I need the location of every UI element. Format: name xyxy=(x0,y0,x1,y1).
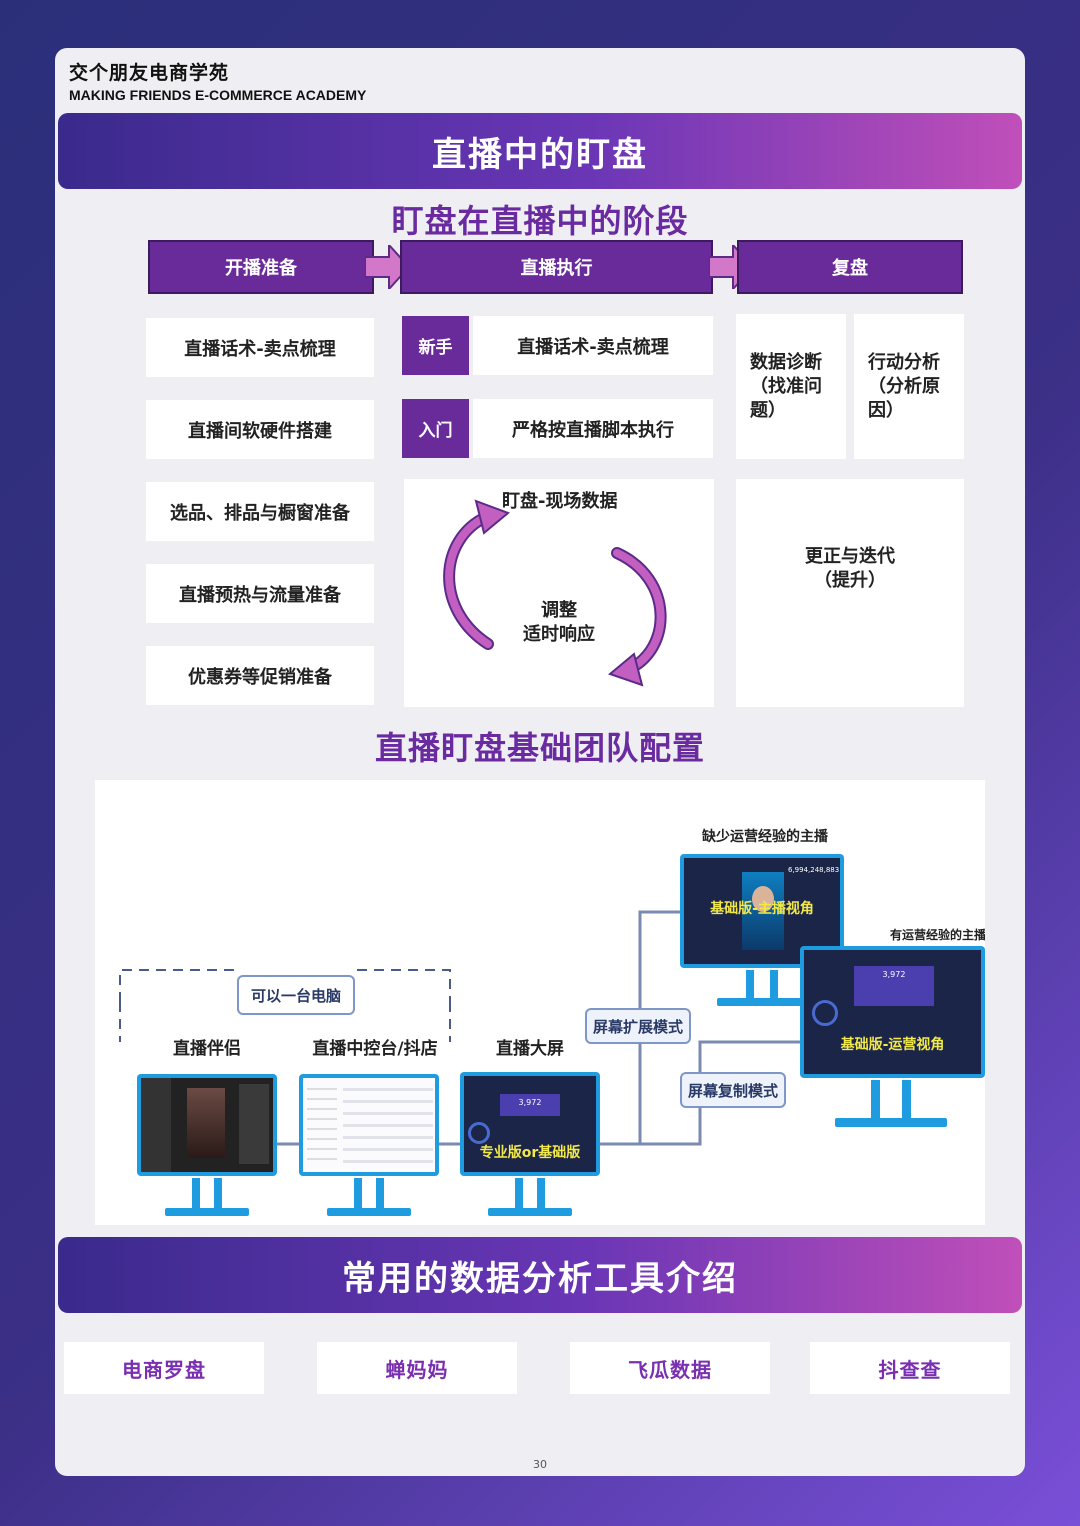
stand-base-icon xyxy=(165,1208,249,1216)
monitor-cycle-box: 盯盘-现场数据 调整 适时响应 xyxy=(404,479,714,707)
top-banner: 直播中的盯盘 xyxy=(58,113,1022,189)
screen-dashboard: 3,972 专业版or基础版 xyxy=(464,1076,596,1172)
stand-icon xyxy=(746,970,778,1000)
novice-caption: 基础版-主播视角 xyxy=(710,901,814,917)
one-pc-label: 可以一台电脑 xyxy=(237,975,355,1015)
stand-base-icon xyxy=(327,1208,411,1216)
level-tag-novice: 新手 xyxy=(402,316,469,375)
video-preview xyxy=(187,1088,225,1158)
review-diagnosis: 数据诊断（找准问题） xyxy=(736,314,846,459)
monitor-expert: 3,972 基础版-运营视角 xyxy=(800,946,985,1078)
exec-item: 直播话术-卖点梳理 xyxy=(473,316,713,375)
team-section-title: 直播盯盘基础团队配置 xyxy=(374,729,705,767)
stand-icon xyxy=(192,1178,222,1208)
big-screen-caption: 专业版or基础版 xyxy=(479,1145,581,1161)
stand-base-icon xyxy=(835,1118,947,1127)
mirror-mode-label: 屏幕复制模式 xyxy=(680,1072,786,1108)
brand-header: 交个朋友电商学苑 MAKING FRIENDS E-COMMERCE ACADE… xyxy=(69,58,366,103)
bottom-banner: 常用的数据分析工具介绍 xyxy=(58,1237,1022,1313)
prep-item: 优惠券等促销准备 xyxy=(146,646,374,705)
expert-dash-number: 3,972 xyxy=(882,970,906,979)
tool-item[interactable]: 抖查查 xyxy=(810,1342,1010,1394)
novice-host-label: 缺少运营经验的主播 xyxy=(702,829,828,845)
screen-console xyxy=(303,1078,435,1172)
prep-item: 直播话术-卖点梳理 xyxy=(146,318,374,377)
brand-name-cn: 交个朋友电商学苑 xyxy=(69,62,230,84)
monitor-big-screen: 3,972 专业版or基础版 xyxy=(460,1072,600,1176)
screen-panel xyxy=(307,1088,337,1168)
stage-prep: 开播准备 xyxy=(148,240,374,294)
prep-item: 直播间软硬件搭建 xyxy=(146,400,374,459)
brand-name-en: MAKING FRIENDS E-COMMERCE ACADEMY xyxy=(69,87,367,103)
big-screen-label: 直播大屏 xyxy=(496,1039,564,1059)
page-number: 30 xyxy=(533,1458,547,1471)
stand-icon xyxy=(354,1178,384,1208)
cycle-bottom-text: 调整 适时响应 xyxy=(523,600,595,645)
monitor-companion xyxy=(137,1074,277,1176)
stage-exec: 直播执行 xyxy=(400,240,713,294)
gauge-icon xyxy=(812,1000,838,1026)
host-face-icon xyxy=(752,886,774,912)
prep-item: 选品、排品与橱窗准备 xyxy=(146,482,374,541)
companion-label: 直播伴侣 xyxy=(173,1039,241,1059)
expert-caption: 基础版-运营视角 xyxy=(840,1037,945,1053)
screen-expert: 3,972 基础版-运营视角 xyxy=(804,950,981,1074)
review-improve: 更正与迭代 （提升） xyxy=(736,479,964,707)
monitor-console xyxy=(299,1074,439,1176)
stand-base-icon xyxy=(488,1208,572,1216)
stage-review: 复盘 xyxy=(737,240,963,294)
stand-base-icon xyxy=(717,998,807,1006)
extend-mode-label: 屏幕扩展模式 xyxy=(585,1008,691,1044)
cycle-arrows-icon xyxy=(443,499,667,687)
review-action: 行动分析（分析原因） xyxy=(854,314,964,459)
cycle-top-text: 盯盘-现场数据 xyxy=(502,491,618,512)
screen-panel xyxy=(343,1088,433,1168)
level-tag-entry: 入门 xyxy=(402,399,469,458)
screen-panel xyxy=(239,1084,269,1164)
stage-section-title: 盯盘在直播中的阶段 xyxy=(391,202,689,240)
tool-item[interactable]: 飞瓜数据 xyxy=(570,1342,770,1394)
screen-panel xyxy=(141,1078,171,1172)
tool-item[interactable]: 电商罗盘 xyxy=(64,1342,264,1394)
screen-panel xyxy=(500,1094,560,1116)
gauge-icon xyxy=(468,1122,490,1144)
dash-number: 3,972 xyxy=(518,1098,542,1107)
screen-panel xyxy=(854,966,934,1006)
stand-icon xyxy=(871,1080,911,1118)
expert-host-label: 有运营经验的主播 xyxy=(890,928,985,942)
screen-companion xyxy=(141,1078,273,1172)
stand-icon xyxy=(515,1178,545,1208)
exec-item: 严格按直播脚本执行 xyxy=(473,399,713,458)
page: 交个朋友电商学苑 MAKING FRIENDS E-COMMERCE ACADE… xyxy=(55,48,1025,1476)
team-setup-diagram: 可以一台电脑 屏幕扩展模式 屏幕复制模式 直播伴侣 直播中控台/抖店 直播大屏 … xyxy=(95,780,985,1225)
novice-big-number: 6,994,248,883 xyxy=(788,866,840,874)
console-label: 直播中控台/抖店 xyxy=(312,1039,438,1059)
prep-item: 直播预热与流量准备 xyxy=(146,564,374,623)
tool-item[interactable]: 蝉妈妈 xyxy=(317,1342,517,1394)
arrow-right-icon xyxy=(365,245,409,289)
